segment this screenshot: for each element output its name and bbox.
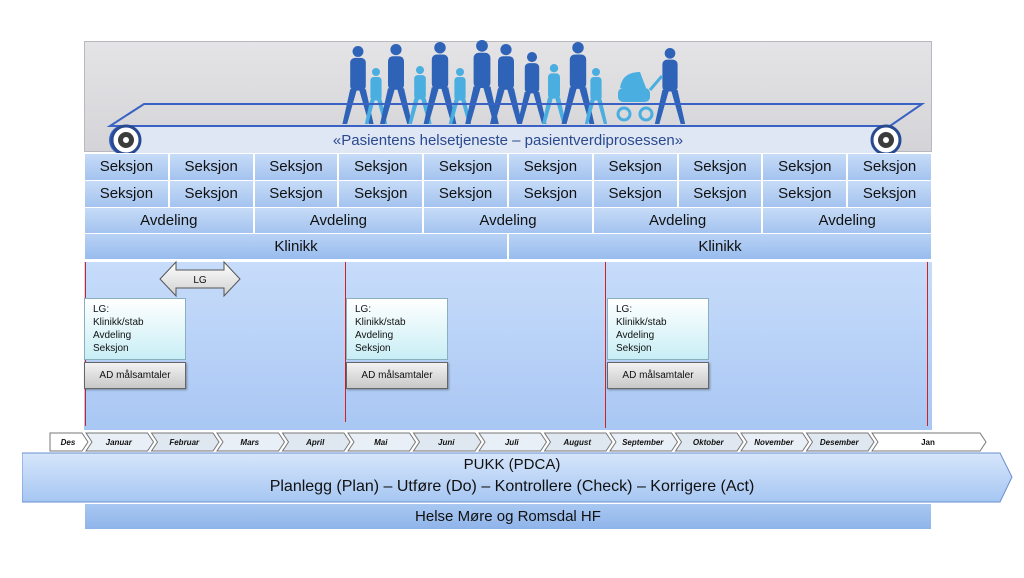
month-chevron [281, 432, 351, 452]
month-label: Juni [438, 437, 455, 447]
seksjon-cell: Seksjon [847, 180, 932, 208]
seksjon-cell: Seksjon [762, 180, 848, 208]
lg-line: Seksjon [616, 343, 652, 354]
avdeling-cell: Avdeling [84, 207, 254, 234]
lg-line: Avdeling [355, 330, 394, 341]
milestone-line [345, 262, 346, 422]
klinikk-cell: Klinikk [508, 233, 932, 260]
seksjon-cell: Seksjon [762, 153, 848, 181]
lg-line: Klinikk/stab [93, 317, 144, 328]
month-chevron [543, 432, 613, 452]
month-label: Februar [169, 437, 200, 447]
organisation-footer: Helse Møre og Romsdal HF [84, 503, 932, 530]
month-chevron [49, 432, 89, 452]
seksjon-cell: Seksjon [338, 153, 424, 181]
month-chevron [412, 432, 482, 452]
seksjon-cell: Seksjon [847, 153, 932, 181]
seksjon-cell: Seksjon [508, 153, 593, 181]
lg-arrow-label: LG [193, 275, 207, 286]
lg-meeting-box: LG: Klinikk/stab Avdeling Seksjon [346, 298, 448, 360]
avdeling-cell: Avdeling [592, 207, 763, 234]
ad-malsamtaler-box: AD målsamtaler [346, 362, 448, 389]
month-label: Des [60, 437, 76, 447]
seksjon-cell: Seksjon [592, 180, 678, 208]
seksjon-cell: Seksjon [84, 153, 169, 181]
person-silhouette [517, 52, 547, 124]
month-label: September [622, 437, 664, 447]
lg-meeting-box: LG: Klinikk/stab Avdeling Seksjon [84, 298, 186, 360]
milestone-line [605, 262, 606, 428]
conveyor-belt-illustration [106, 103, 926, 156]
avdeling-cell: Avdeling [253, 207, 424, 234]
month-label: Juli [504, 437, 519, 447]
tagline: «Pasientens helsetjeneste – pasientverdi… [332, 132, 684, 149]
person-silhouette [654, 48, 686, 124]
lg-double-arrow: LG [159, 260, 241, 298]
month-label: Mai [374, 437, 388, 447]
seksjon-cell: Seksjon [677, 180, 763, 208]
lg-line: Avdeling [616, 330, 655, 341]
month-label: August [563, 437, 592, 447]
month-chevron [347, 432, 417, 452]
month-chevron [805, 432, 875, 452]
seksjon-cell: Seksjon [423, 180, 508, 208]
person-silhouette [584, 68, 608, 124]
lg-line: Klinikk/stab [355, 317, 406, 328]
seksjon-cell: Seksjon [168, 153, 254, 181]
lg-line: Klinikk/stab [616, 317, 667, 328]
people-silhouettes-illustration [342, 40, 686, 124]
lg-line: LG: [355, 304, 372, 315]
month-label: Mars [240, 437, 260, 447]
seksjon-cell: Seksjon [84, 180, 169, 208]
person-silhouette [490, 44, 522, 124]
pukk-title: PUKK (PDCA) [463, 456, 561, 473]
ad-malsamtaler-box: AD målsamtaler [607, 362, 709, 389]
lg-meeting-box: LG: Klinikk/stab Avdeling Seksjon [607, 298, 709, 360]
avdeling-cell: Avdeling [423, 207, 593, 234]
month-chevron [674, 432, 744, 452]
seksjon-cell: Seksjon [423, 153, 508, 181]
month-timeline [49, 432, 987, 452]
month-label: Oktober [692, 437, 724, 447]
month-chevron [150, 432, 220, 452]
person-silhouette [465, 40, 499, 124]
seksjon-cell: Seksjon [168, 180, 254, 208]
stroller-icon [616, 72, 664, 122]
seksjon-cell: Seksjon [253, 153, 339, 181]
month-chevron [871, 432, 987, 452]
klinikk-cell: Klinikk [84, 233, 508, 260]
ad-malsamtaler-box: AD målsamtaler [84, 362, 186, 389]
month-chevron [740, 432, 810, 452]
gear-icon-right [870, 124, 902, 156]
seksjon-cell: Seksjon [338, 180, 424, 208]
lg-line: Seksjon [93, 343, 129, 354]
month-chevron [85, 432, 155, 452]
month-label: Januar [105, 437, 132, 447]
month-chevron [478, 432, 548, 452]
month-chevron [609, 432, 679, 452]
seksjon-cell: Seksjon [592, 153, 678, 181]
lg-line: Seksjon [355, 343, 391, 354]
milestone-line [927, 262, 928, 426]
seksjon-cell: Seksjon [677, 153, 763, 181]
month-label: Jan [921, 437, 935, 447]
gear-icon-left [110, 124, 142, 156]
month-label: November [754, 437, 794, 447]
month-chevron [216, 432, 286, 452]
lg-line: LG: [616, 304, 633, 315]
month-label: April [306, 437, 325, 447]
lg-line: Avdeling [93, 330, 132, 341]
person-silhouette [380, 44, 412, 124]
pukk-subtitle: Planlegg (Plan) – Utføre (Do) – Kontroll… [269, 478, 755, 495]
seksjon-cell: Seksjon [253, 180, 339, 208]
person-silhouette [342, 46, 374, 124]
lg-line: LG: [93, 304, 110, 315]
month-label: Desember [819, 437, 859, 447]
seksjon-cell: Seksjon [508, 180, 593, 208]
pukk-arrow [22, 452, 1013, 503]
avdeling-cell: Avdeling [762, 207, 932, 234]
